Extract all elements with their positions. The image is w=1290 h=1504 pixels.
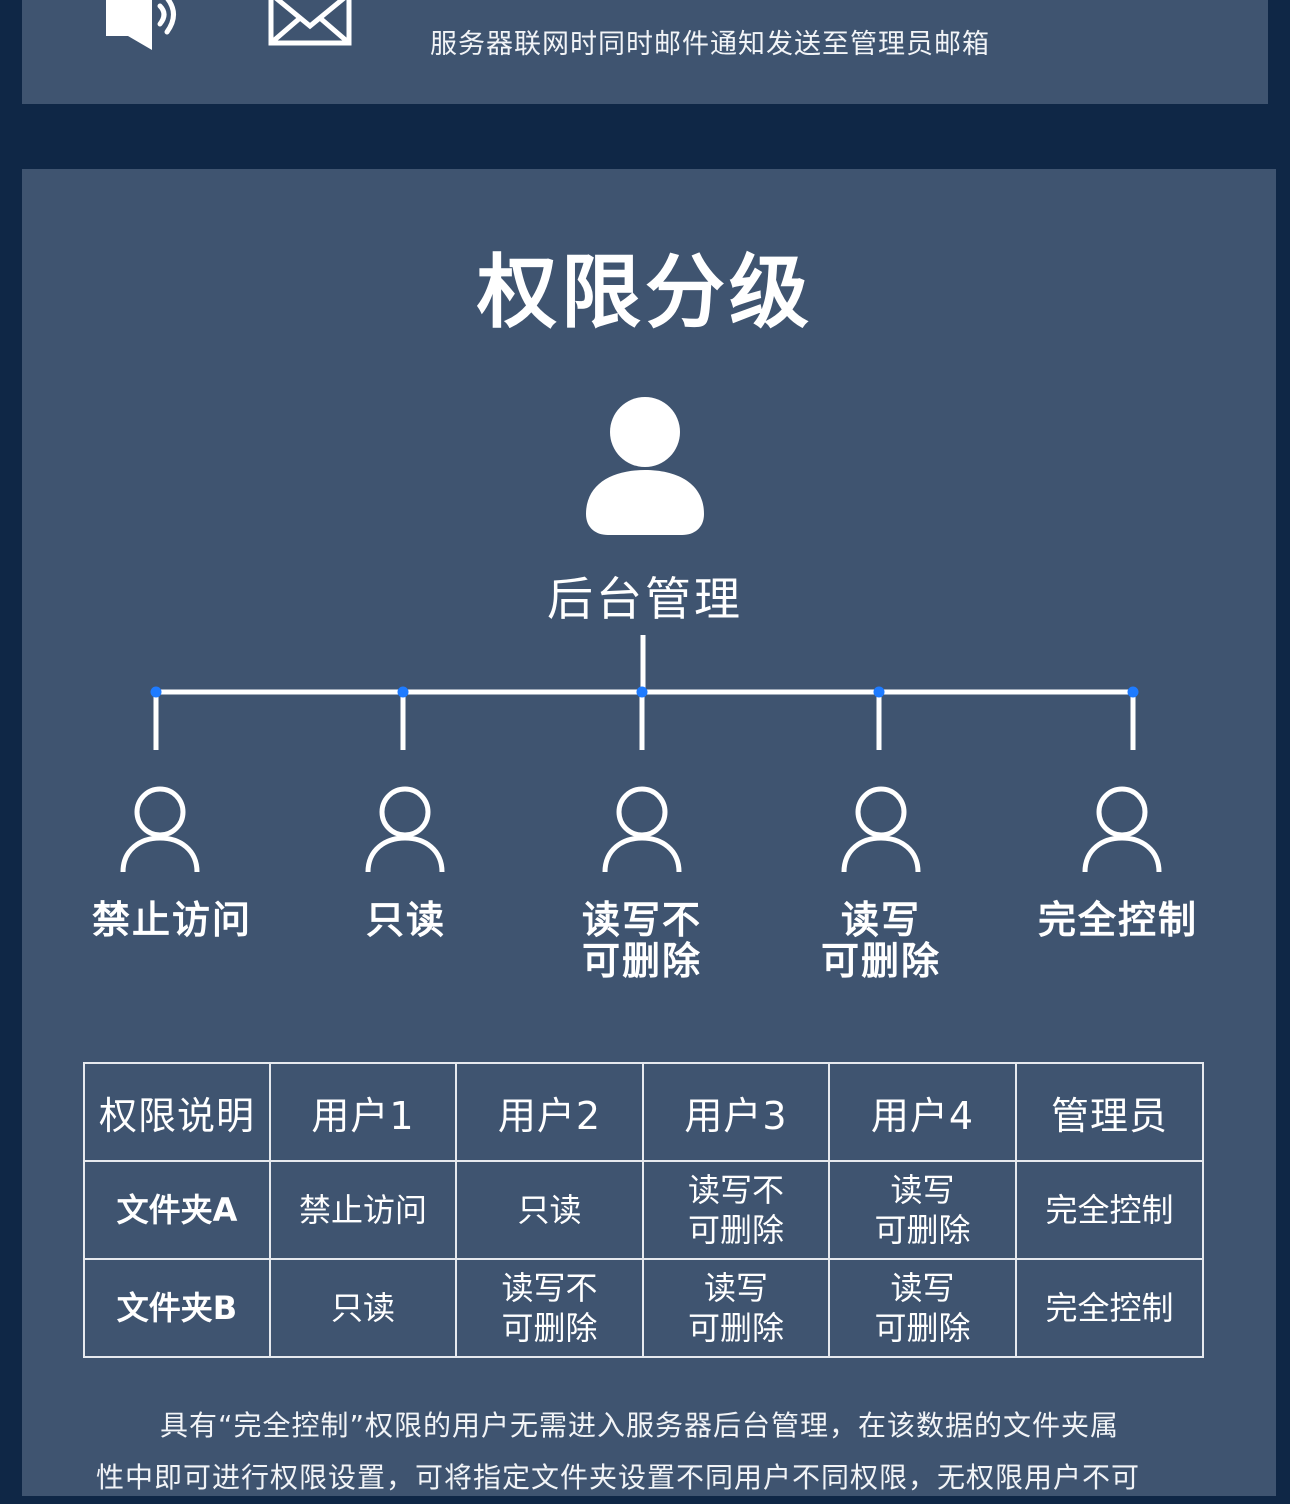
user-outline-icon: [841, 786, 921, 873]
table-cell: 读写可删除: [828, 1160, 1017, 1260]
user-outline-icon: [1082, 786, 1162, 873]
table-row: 文件夹A 禁止访问 只读 读写不可删除 读写可删除 完全控制: [83, 1160, 1204, 1260]
notification-panel: [22, 0, 1268, 104]
table-header-cell: 用户4: [828, 1062, 1017, 1162]
table-header-cell: 用户1: [269, 1062, 457, 1162]
table-cell: 只读: [455, 1160, 644, 1260]
table-header-cell: 管理员: [1015, 1062, 1204, 1162]
tree-node-dot: [636, 686, 648, 698]
table-cell: 完全控制: [1015, 1160, 1204, 1260]
user-outline-icon: [120, 786, 200, 873]
tree-node-dot: [873, 686, 885, 698]
permission-table: 权限说明 用户1 用户2 用户3 用户4 管理员 文件夹A 禁止访问 只读 读写…: [83, 1062, 1204, 1358]
section-title: 权限分级: [477, 246, 813, 339]
tree-node-dot: [150, 686, 162, 698]
admin-label: 后台管理: [547, 572, 743, 626]
footer-description: 具有“完全控制”权限的用户无需进入服务器后台管理，在该数据的文件夹属 性中即可进…: [96, 1409, 1141, 1494]
table-row-header: 文件夹B: [83, 1258, 271, 1358]
level-label-read-write-no-delete: 读写不 可删除: [581, 898, 702, 983]
level-label-read-only: 只读: [365, 898, 446, 942]
table-cell: 读写不可删除: [455, 1258, 644, 1358]
table-cell: 读写不可删除: [642, 1160, 830, 1260]
mail-icon: [268, 0, 352, 46]
user-outline-icon: [365, 786, 445, 873]
notification-text: 服务器联网时同时邮件通知发送至管理员邮箱: [430, 29, 990, 60]
table-cell: 完全控制: [1015, 1258, 1204, 1358]
table-header-cell: 用户3: [642, 1062, 830, 1162]
table-cell: 只读: [269, 1258, 457, 1358]
table-row-header: 文件夹A: [83, 1160, 271, 1260]
table-cell: 读写可删除: [828, 1258, 1017, 1358]
table-row: 文件夹B 只读 读写不可删除 读写可删除 读写可删除 完全控制: [83, 1258, 1204, 1358]
speaker-icon: [106, 0, 176, 50]
table-header-cell: 权限说明: [83, 1062, 271, 1162]
table-cell: 读写可删除: [642, 1258, 830, 1358]
tree-node-dot: [1127, 686, 1139, 698]
table-cell: 禁止访问: [269, 1160, 457, 1260]
user-outline-icon: [602, 786, 682, 873]
admin-user-icon: [586, 397, 704, 535]
level-label-no-access: 禁止访问: [91, 898, 252, 942]
level-label-read-write-delete: 读写 可删除: [820, 898, 941, 983]
table-header-row: 权限说明 用户1 用户2 用户3 用户4 管理员: [83, 1062, 1204, 1162]
level-label-full-control: 完全控制: [1037, 898, 1198, 942]
table-header-cell: 用户2: [455, 1062, 644, 1162]
tree-node-dot: [397, 686, 409, 698]
hierarchy-tree: [150, 635, 1139, 750]
